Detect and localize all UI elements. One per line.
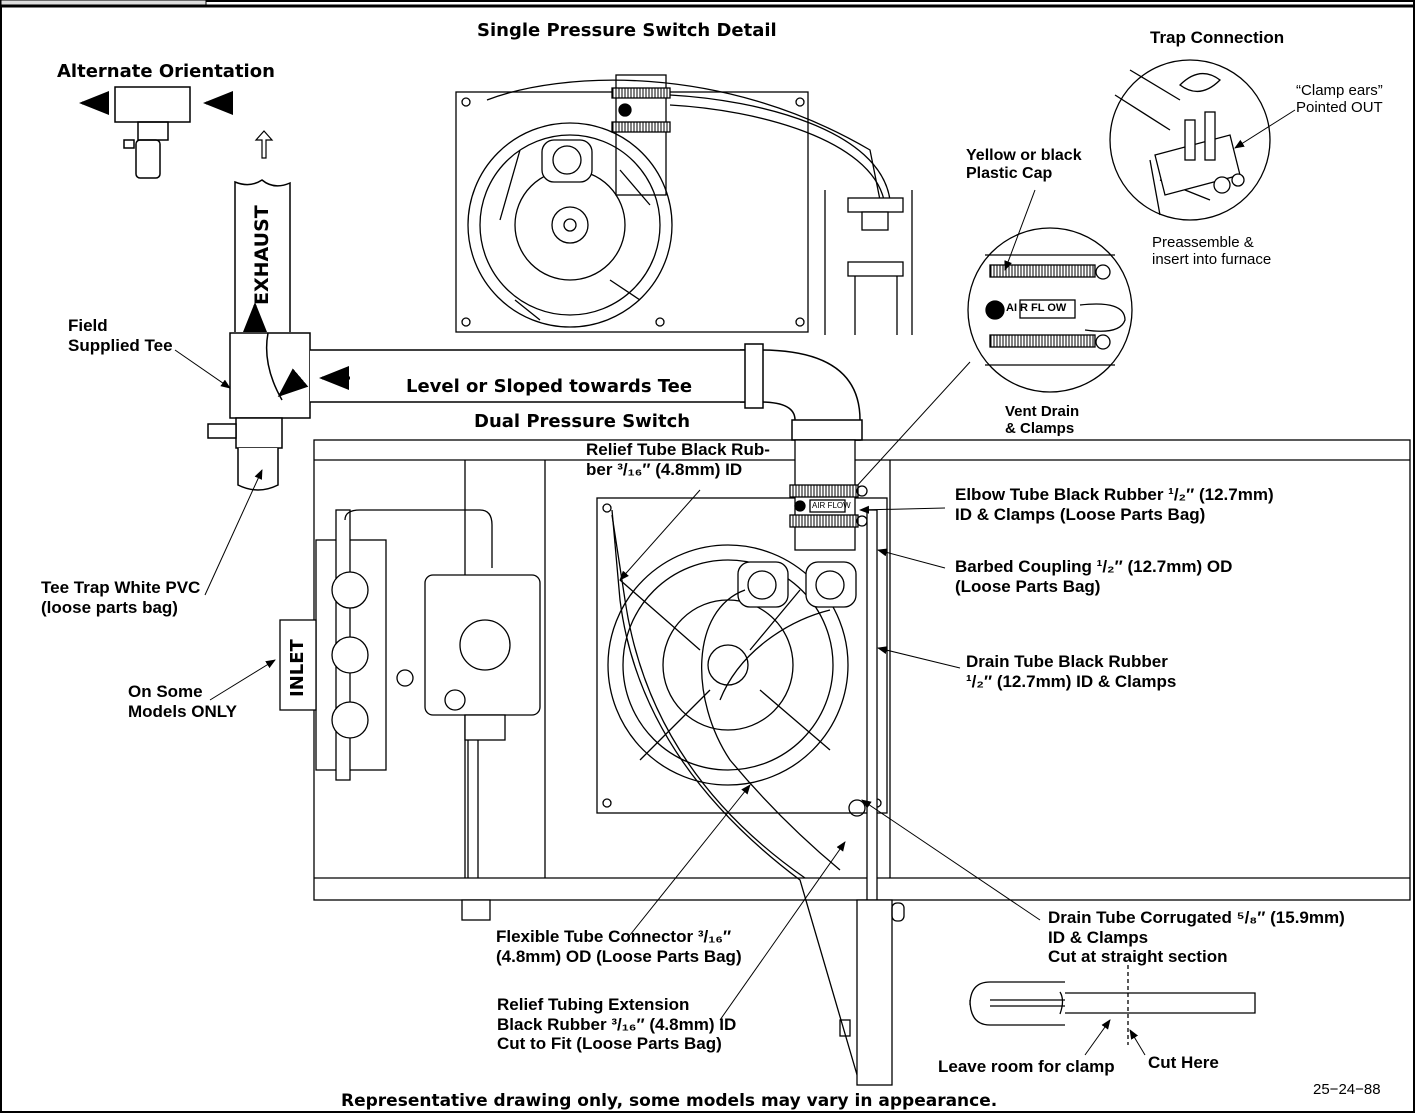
fraction-1-2: ¹/₂″ xyxy=(1168,485,1195,504)
fraction-5-8: ⁵/₈″ xyxy=(1236,908,1266,927)
relief-tube-label: Relief Tube Black Rub- ber ³/₁₆″ (4.8mm)… xyxy=(586,440,770,479)
single-pressure-switch-detail xyxy=(455,74,913,335)
alternate-orientation-title: Alternate Orientation xyxy=(57,61,275,82)
burner-and-gas-valve xyxy=(279,509,541,878)
corrugated-tube-detail xyxy=(969,965,1256,1056)
elbow-tube-label: Elbow Tube Black Rubber ¹/₂″ (12.7mm) ID… xyxy=(955,485,1274,524)
fraction-1-2: ¹/₂″ xyxy=(1096,557,1123,576)
exhaust-label: EXHAUST xyxy=(251,205,273,305)
cut-here-label: Cut Here xyxy=(1148,1053,1219,1072)
vent-elbow xyxy=(740,343,863,441)
clamp-ears-label: “Clamp ears”Pointed OUT xyxy=(1296,82,1383,117)
level-label: Level or Sloped towards Tee xyxy=(406,376,693,397)
dual-switch-title: Dual Pressure Switch xyxy=(474,411,691,432)
fraction-3-16: ³/₁₆″ xyxy=(617,459,651,479)
vent-drain-detail xyxy=(854,189,1133,489)
trap-connection-detail xyxy=(1109,59,1296,221)
single-switch-title: Single Pressure Switch Detail xyxy=(477,20,777,41)
airflow-label-small: AIR FLOW xyxy=(812,501,851,510)
leave-room-label: Leave room for clamp xyxy=(938,1057,1115,1076)
alternate-orientation-tee xyxy=(79,86,274,179)
vent-drain-label: Vent Drain& Clamps xyxy=(1005,403,1080,438)
fraction-1-2: ¹/₂″ xyxy=(966,671,993,691)
footnote: Representative drawing only, some models… xyxy=(341,1091,998,1111)
flexible-tube-label: Flexible Tube Connector ³/₁₆″ (4.8mm) OD… xyxy=(496,927,742,966)
corrugated-tube-label: Drain Tube Corrugated ⁵/₈″ (15.9mm) ID &… xyxy=(1048,908,1345,967)
barbed-coupling-label: Barbed Coupling ¹/₂″ (12.7mm) OD (Loose … xyxy=(955,557,1233,596)
tee-trap-label: Tee Trap White PVC(loose parts bag) xyxy=(41,578,201,617)
relief-extension-label: Relief Tubing Extension Black Rubber ³/₁… xyxy=(497,995,737,1054)
trap-connection-title: Trap Connection xyxy=(1150,28,1285,47)
fraction-3-16: ³/₁₆″ xyxy=(611,1014,645,1034)
airflow-label: AI R FL OW xyxy=(1006,302,1067,314)
figure-number: 25−24−88 xyxy=(1313,1081,1381,1098)
leader-lines xyxy=(174,349,1041,1021)
dual-inducer-assembly xyxy=(596,439,905,1086)
preassemble-label: Preassemble &insert into furnace xyxy=(1152,234,1272,269)
drain-tube-label: Drain Tube Black Rubber ¹/₂″ (12.7mm) ID… xyxy=(966,652,1177,691)
fraction-3-16: ³/₁₆″ xyxy=(697,927,732,946)
exhaust-pipe-and-tee xyxy=(207,179,761,491)
inlet-label: INLET xyxy=(287,639,308,697)
